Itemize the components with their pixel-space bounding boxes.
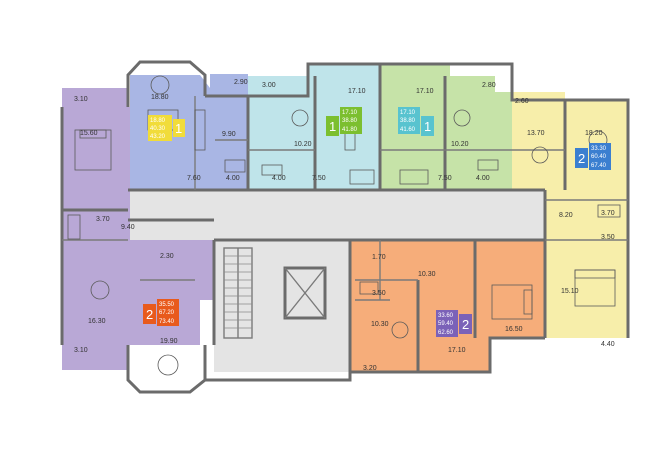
- room-area: 3.00: [262, 82, 276, 89]
- room-area: 1.70: [372, 254, 386, 261]
- room-area: 3.10: [74, 96, 88, 103]
- walls: [60, 60, 630, 394]
- stairwell: [223, 247, 253, 339]
- room-area: 2.90: [234, 79, 248, 86]
- badge-living-area: 18.80: [150, 118, 166, 124]
- badge-values-box: [589, 143, 611, 170]
- badge-room-count: 2: [462, 317, 469, 332]
- room-area: 10.30: [418, 271, 436, 278]
- blue-loggia-area: [210, 74, 248, 96]
- room-area: 9.90: [222, 131, 236, 138]
- room-area: 18.80: [151, 94, 169, 101]
- apartment-blue[interactable]: [130, 74, 248, 190]
- badge-rooms-box: [143, 304, 156, 324]
- room-area: 4.00: [476, 175, 490, 182]
- badge-gross-area: 41.80: [342, 127, 358, 133]
- orange-area: [350, 240, 545, 372]
- badge-values-box: [148, 115, 172, 141]
- apartment-badge-3[interactable]: 17.10 38.80 41.60 1: [398, 107, 434, 136]
- badge-living-area: 35.50: [159, 302, 175, 308]
- room-area: 8.20: [559, 212, 573, 219]
- room-area: 7.60: [187, 175, 201, 182]
- room-area: 17.10: [448, 347, 466, 354]
- room-area: 2.60: [515, 98, 529, 105]
- lilac-top-balcony: [62, 88, 128, 107]
- apartment-badge-5[interactable]: 2 35.50 67.20 73.40: [143, 299, 179, 326]
- yellow-balcony-area: [565, 322, 628, 338]
- badge-gross-area: 43.20: [150, 134, 166, 140]
- badge-living-area: 33.30: [591, 146, 607, 152]
- room-area: 4.40: [601, 341, 615, 348]
- room-area: 4.00: [272, 175, 286, 182]
- badge-values-box: [436, 310, 458, 337]
- apartment-badge-2[interactable]: 1 17.10 38.80 41.80: [326, 107, 362, 136]
- badge-rooms-box: [173, 119, 185, 137]
- badge-rooms-box: [575, 148, 588, 168]
- lilac-bottom-balcony: [62, 345, 128, 370]
- badge-total-area: 59.40: [438, 321, 454, 327]
- room-area: 3.70: [96, 216, 110, 223]
- badge-gross-area: 41.60: [400, 127, 416, 133]
- corridor-area: [130, 190, 545, 240]
- room-area: 15.60: [80, 130, 98, 137]
- room-area: 3.10: [74, 347, 88, 354]
- badge-total-area: 38.80: [342, 118, 358, 124]
- badge-rooms-box: [459, 314, 472, 334]
- room-area: 15.10: [561, 288, 579, 295]
- blue-area: [130, 75, 248, 190]
- room-area: 2.80: [482, 82, 496, 89]
- room-area: 19.90: [160, 338, 178, 345]
- apartment-badge-4[interactable]: 2 33.30 60.40 67.40: [575, 143, 611, 170]
- common-areas: [62, 88, 628, 372]
- room-area: 10.20: [451, 141, 469, 148]
- badge-values-box: [157, 299, 179, 326]
- room-area: 7.50: [438, 175, 452, 182]
- badge-total-area: 38.80: [400, 118, 416, 124]
- room-area: 3.20: [363, 365, 377, 372]
- badge-room-count: 2: [146, 307, 153, 322]
- badge-rooms-box: [326, 116, 339, 136]
- room-area: 7.50: [312, 175, 326, 182]
- room-area: 3.50: [372, 290, 386, 297]
- badge-gross-area: 62.60: [438, 330, 454, 336]
- apartment-badge-1[interactable]: 18.80 40.30 43.20 1: [148, 115, 185, 141]
- elevator-shaft: [283, 266, 327, 320]
- badge-rooms-box: [421, 116, 434, 136]
- badge-room-count: 1: [175, 121, 182, 136]
- badge-values-box: [340, 107, 362, 134]
- room-area: 3.70: [601, 210, 615, 217]
- orange-loggia-area: [350, 358, 408, 372]
- room-area: 2.30: [160, 253, 174, 260]
- badge-gross-area: 67.40: [591, 163, 607, 169]
- room-area: 3.50: [601, 234, 615, 241]
- room-area: 18.20: [585, 130, 603, 137]
- apartment-orange[interactable]: [350, 240, 545, 372]
- badge-values-box: [398, 107, 420, 134]
- badge-room-count: 1: [424, 119, 431, 134]
- room-labels: 3.10 15.60 3.70 9.40 2.30 16.30 3.10 19.…: [74, 79, 615, 372]
- badge-room-count: 2: [578, 151, 585, 166]
- room-area: 17.10: [348, 88, 366, 95]
- badge-living-area: 17.10: [342, 110, 358, 116]
- badge-room-count: 1: [329, 119, 336, 134]
- badge-living-area: 33.60: [438, 313, 454, 319]
- badge-living-area: 17.10: [400, 110, 416, 116]
- badge-total-area: 67.20: [159, 310, 175, 316]
- room-area: 16.50: [505, 326, 523, 333]
- badge-gross-area: 73.40: [159, 319, 175, 325]
- room-area: 4.00: [226, 175, 240, 182]
- badge-total-area: 60.40: [591, 154, 607, 160]
- stair-lobby-area: [214, 232, 350, 372]
- badge-total-area: 40.30: [150, 126, 166, 132]
- room-area: 10.20: [294, 141, 312, 148]
- room-area: 9.40: [121, 224, 135, 231]
- room-area: 17.10: [416, 88, 434, 95]
- room-area: 16.30: [88, 318, 106, 325]
- apartment-badge-6[interactable]: 33.60 59.40 62.60 2: [436, 310, 472, 337]
- room-area: 13.70: [527, 130, 545, 137]
- room-area: 10.30: [371, 321, 389, 328]
